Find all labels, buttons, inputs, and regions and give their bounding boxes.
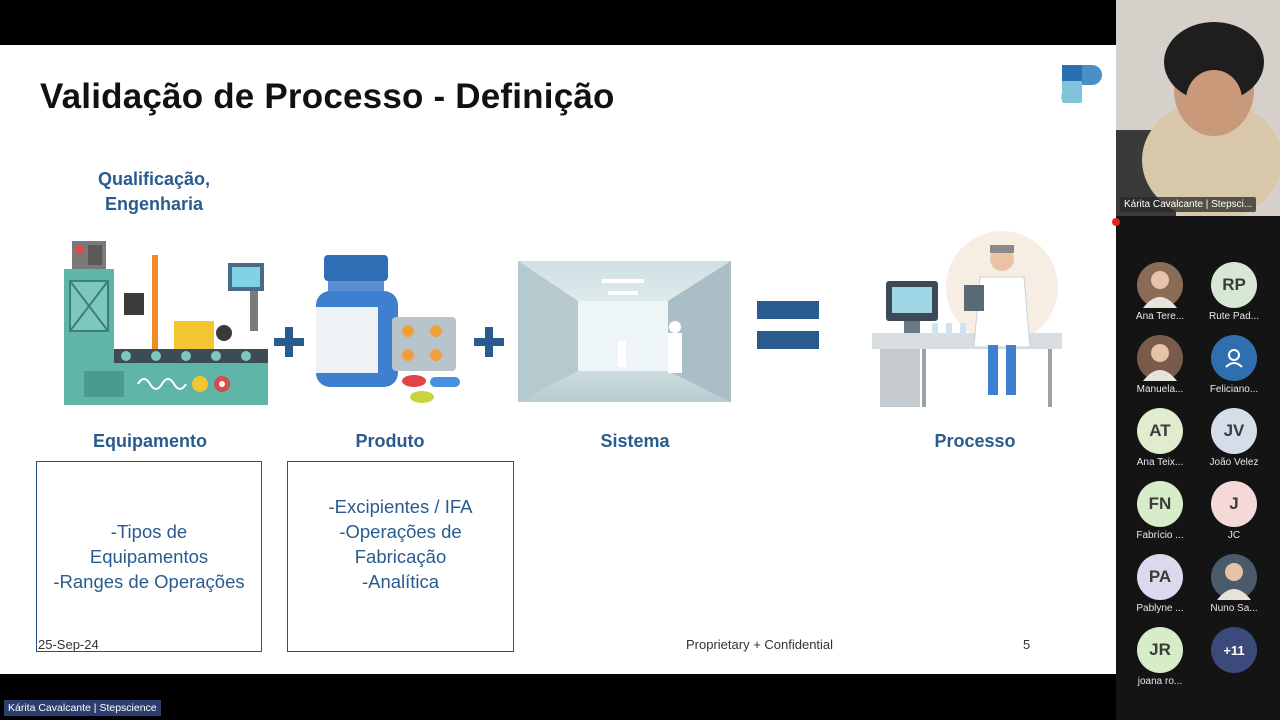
participant-tile[interactable]: Nuno Sa... [1197,554,1271,620]
participant-tile[interactable]: +11 [1197,627,1271,693]
participant-avatar: JV [1211,408,1257,454]
presenter-label: Kárita Cavalcante | Stepscience [4,700,161,716]
box-line: -Ranges de Operações [37,569,261,594]
medicine-bottle-icon [312,255,468,409]
participant-avatar: AT [1137,408,1183,454]
participant-name: Fabrício ... [1123,530,1197,541]
participants-panel: Kárita Cavalcante | Stepsci... Ana Tere.… [1116,0,1280,720]
stepscience-logo-icon [1060,61,1104,103]
participant-name: Rute Pad... [1197,311,1271,322]
caption-sistema: Sistema [565,431,705,452]
participant-name: JC [1197,530,1271,541]
speaker-video-icon [1116,0,1280,216]
participant-avatar: FN [1137,481,1183,527]
participant-tile[interactable]: RP Rute Pad... [1197,262,1271,328]
box-line: Equipamentos [37,544,261,569]
caption-produto: Produto [310,431,470,452]
participant-name: Feliciano... [1197,384,1271,395]
shared-slide: Validação de Processo - Definição Qualif… [0,45,1116,674]
participant-name: Ana Teix... [1123,457,1197,468]
box-line: Fabricação [288,544,513,569]
participant-name: Ana Tere... [1123,311,1197,322]
participant-avatar: J [1211,481,1257,527]
equipment-illustration-icon [64,241,268,405]
slide-confidential-note: Proprietary + Confidential [686,637,833,652]
participant-avatar: RP [1211,262,1257,308]
caption-processo: Processo [905,431,1045,452]
participant-name: joana ro... [1123,676,1197,687]
box-line: -Analítica [288,569,513,594]
participant-tile[interactable]: FN Fabrício ... [1123,481,1197,547]
participant-name: João Velez [1197,457,1271,468]
participant-avatar: +11 [1211,627,1257,673]
participant-tile[interactable]: AT Ana Teix... [1123,408,1197,474]
box-line: -Tipos de [37,519,261,544]
plus-icon [474,327,504,357]
plus-icon [274,327,304,357]
cleanroom-image [518,261,731,402]
participant-photo [1137,262,1183,308]
participant-tile[interactable]: PA Pablyne ... [1123,554,1197,620]
participant-tile[interactable]: J JC [1197,481,1271,547]
participant-tile[interactable]: JR joana ro... [1123,627,1197,693]
participant-tile[interactable]: JV João Velez [1197,408,1271,474]
recording-indicator-icon [1112,218,1120,226]
equipamento-details-box: -Tipos de Equipamentos -Ranges de Operaç… [36,461,262,652]
produto-details-box: -Excipientes / IFA -Operações de Fabrica… [287,461,514,652]
slide-page-number: 5 [1023,637,1030,652]
participant-tile[interactable]: Manuela... [1123,335,1197,401]
box-line: -Excipientes / IFA [288,494,513,519]
caption-equipamento: Equipamento [60,431,240,452]
participant-avatar: PA [1137,554,1183,600]
participant-tile[interactable]: Feliciano... [1197,335,1271,401]
equals-icon [757,301,819,351]
speaker-name-label: Kárita Cavalcante | Stepsci... [1120,197,1256,212]
participant-name: Manuela... [1123,384,1197,395]
participant-avatar: JR [1137,627,1183,673]
qualificacao-label: Qualificação, Engenharia [82,167,226,217]
participant-name: Nuno Sa... [1197,603,1271,614]
box-line: -Operações de [288,519,513,544]
participant-photo [1211,554,1257,600]
participant-name: Pablyne ... [1123,603,1197,614]
slide-title: Validação de Processo - Definição [40,77,615,117]
slide-date: 25-Sep-24 [38,637,99,652]
process-illustration-icon [862,225,1074,421]
participant-photo [1137,335,1183,381]
participant-tile[interactable]: Ana Tere... [1123,262,1197,328]
participant-person-icon [1211,335,1257,381]
active-speaker-video[interactable]: Kárita Cavalcante | Stepsci... [1116,0,1280,216]
